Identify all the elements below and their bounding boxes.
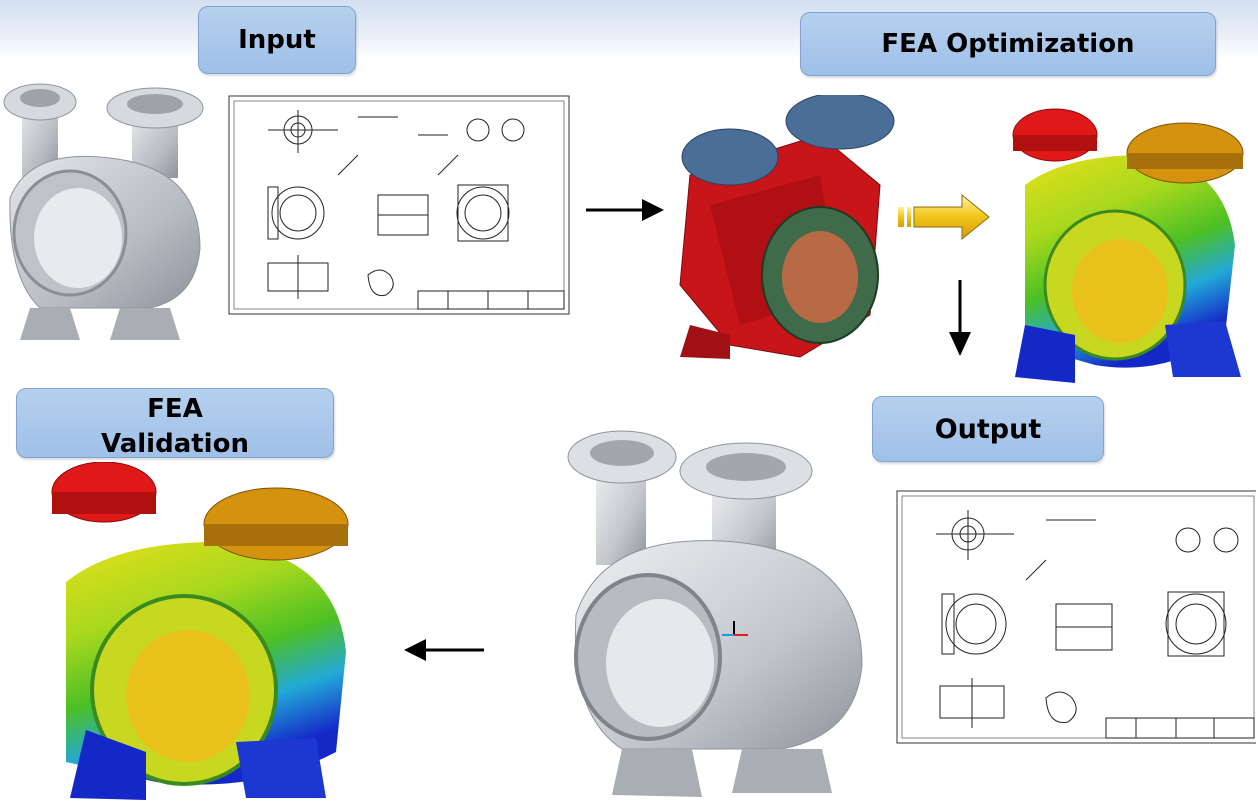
- fea-validation-label: FEA Validation: [16, 388, 334, 459]
- input-drawing: [228, 95, 570, 315]
- pump-casing-3d-icon: [3, 83, 204, 340]
- output-label: Output: [872, 396, 1104, 462]
- fea-stress-contour-icon: [51, 462, 349, 800]
- arrow-down-icon: [946, 278, 974, 358]
- fea-validation-label-text: FEA Validation: [101, 393, 249, 459]
- input-casing-model: [0, 78, 216, 346]
- output-casing-model: [562, 425, 880, 803]
- engineering-drawing-icon: [896, 490, 1256, 744]
- arrow-left-icon: [402, 636, 486, 664]
- output-label-text: Output: [934, 413, 1042, 445]
- input-label: Input: [198, 6, 356, 74]
- fea-optimization-label-text: FEA Optimization: [881, 29, 1135, 59]
- fea-stress-contour-icon: [1012, 108, 1244, 383]
- fea-mesh-model: [670, 95, 898, 365]
- input-label-text: Input: [238, 25, 316, 55]
- fea-validation-contour: [36, 462, 366, 802]
- fea-mesh-model-icon: [679, 95, 895, 359]
- fea-optimization-contour: [1005, 95, 1255, 385]
- pump-casing-3d-icon: [567, 430, 863, 797]
- output-drawing: [896, 490, 1256, 744]
- engineering-drawing-icon: [228, 95, 570, 315]
- arrow-right-icon: [584, 196, 666, 224]
- fea-optimization-label: FEA Optimization: [800, 12, 1216, 76]
- block-arrow-right-icon: [896, 192, 992, 246]
